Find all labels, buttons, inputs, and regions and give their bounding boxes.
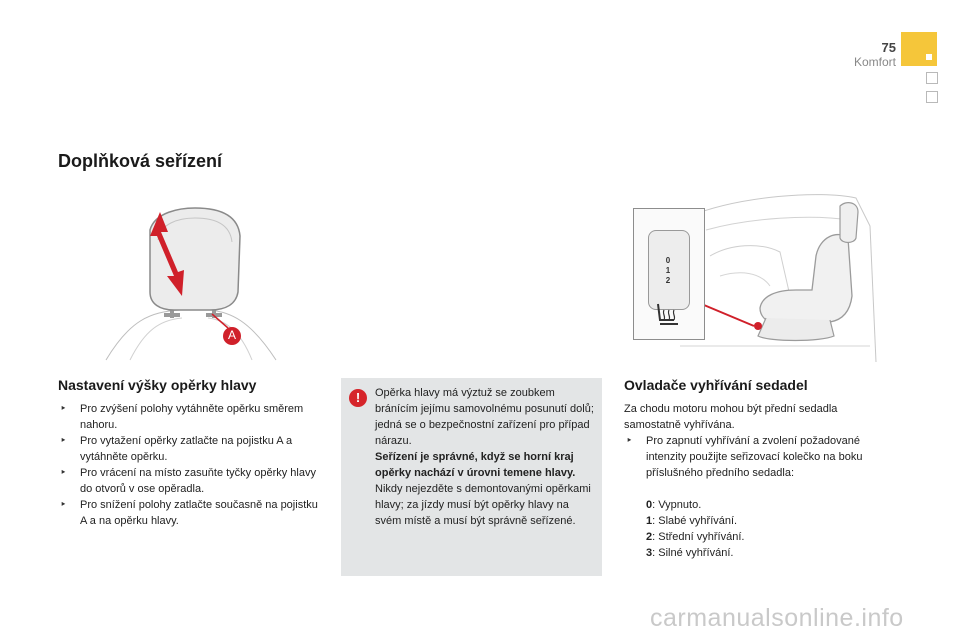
watermark: carmanualsonline.info [650,604,904,632]
level-number: 1 [646,515,653,527]
headrest-bullet-list: Pro zvýšení polohy vytáhněte opěrku směr… [58,401,320,529]
seat-heater-icon [657,303,678,325]
seat-heating-illustration [680,194,877,362]
heating-heading: Ovladače vyhřívání sedadel [624,377,808,393]
lock-a-leader [211,313,229,329]
heating-bullet-list: Pro zapnutí vyhřívání a zvolení požadova… [624,433,864,481]
warning-text-2: Nikdy nejezděte s demontovanými opěrkami… [375,483,591,527]
level-number: 2 [646,531,653,543]
level-label: : Vypnuto. [652,499,702,511]
lock-a-marker [223,327,241,345]
wheel-label-1: 1 [665,266,671,275]
level-number: 0 [646,499,653,511]
list-item: Pro vrácení na místo zasuňte tyčky opěrk… [58,465,320,497]
heating-intro: Za chodu motoru mohou být přední sedadla… [624,403,838,431]
heater-wheel-labels: 0 1 2 [662,256,674,286]
level-label: : Střední vyhřívání. [652,531,745,543]
warning-text-bold: Seřízení je správné, když se horní kraj … [375,451,576,479]
adjust-height-arrow-icon [150,212,184,296]
list-item: Pro zvýšení polohy vytáhněte opěrku směr… [58,401,320,433]
level-label: : Slabé vyhřívání. [652,515,738,527]
page-title: Doplňková seřízení [58,151,223,171]
section-tab[interactable] [926,91,938,103]
headrest-heading: Nastavení výšky opěrky hlavy [58,377,257,393]
wheel-label-2: 2 [665,276,671,285]
heating-level: 2: Střední vyhřívání. [646,529,866,545]
list-item: Pro snížení polohy zatlačte současně na … [58,497,320,529]
level-number: 3 [646,547,653,559]
section-tab[interactable] [926,72,938,84]
list-item: Pro zapnutí vyhřívání a zvolení požadova… [624,433,864,481]
heating-level: 1: Slabé vyhřívání. [646,513,866,529]
level-label: : Silné vyhřívání. [652,547,734,559]
heating-level: 3: Silné vyhřívání. [646,545,866,561]
warning-icon: ! [349,389,367,407]
warning-text-1: Opěrka hlavy má výztuž se zoubkem bráníc… [375,387,594,447]
heating-levels: 0: Vypnuto. 1: Slabé vyhřívání. 2: Střed… [646,497,866,561]
heater-wheel[interactable] [648,230,690,310]
wheel-label-0: 0 [665,256,671,265]
tab-dot-icon [926,54,932,60]
warning-text: Opěrka hlavy má výztuž se zoubkem bráníc… [375,385,595,529]
page-number: 75 [881,40,896,55]
headrest-illustration [105,207,277,361]
heating-level: 0: Vypnuto. [646,497,866,513]
section-tab-active[interactable] [901,32,937,66]
list-item: Pro vytažení opěrky zatlačte na pojistku… [58,433,320,465]
section-name: Komfort [853,55,896,69]
lock-a-label: A [227,328,236,342]
warning-box [341,378,602,576]
heating-bullet-text: Pro zapnutí vyhřívání a zvolení požadova… [646,435,863,479]
